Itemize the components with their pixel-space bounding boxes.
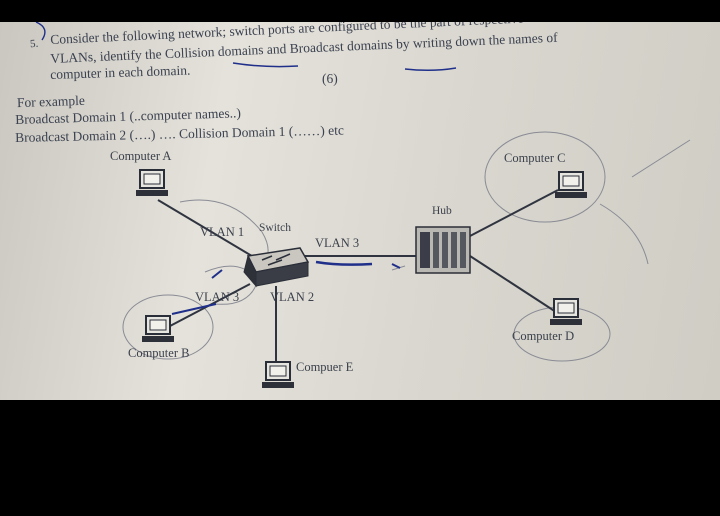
pen-tick-vlan3-b (211, 269, 223, 279)
pencil-arc-right (599, 203, 649, 265)
label-computer-d: Computer D (512, 329, 575, 343)
computer-c-icon (555, 171, 587, 198)
cable-hub-c (469, 189, 559, 237)
pen-underline-broadcast (404, 67, 457, 72)
label-vlan1: VLAN 1 (200, 225, 245, 239)
label-vlan3-hub-link: VLAN 3 (315, 236, 360, 250)
question-marks: (6) (322, 71, 338, 86)
pencil-circle-computer-c (484, 131, 606, 223)
black-background (0, 400, 720, 516)
pen-stroke-vlan3-b (171, 303, 217, 315)
label-hub: Hub (432, 205, 452, 217)
label-computer-c: Computer C (504, 151, 566, 165)
computer-b-icon (142, 315, 174, 342)
pen-mark-number (35, 22, 46, 41)
switch-device (243, 247, 310, 288)
photo-of-exam-page: 5. Consider the following network; switc… (0, 22, 720, 400)
pen-stroke-vlan3-cable (315, 260, 373, 266)
cable-a-switch (157, 199, 263, 263)
hub-device (415, 226, 471, 274)
pencil-stroke-right (631, 139, 691, 178)
label-computer-e: Compuer E (296, 360, 354, 374)
computer-e-icon (262, 361, 294, 388)
label-switch: Switch (259, 222, 291, 234)
label-vlan3-computer-b: VLAN 3 (195, 290, 240, 304)
computer-a-icon (136, 169, 168, 196)
label-vlan2: VLAN 2 (270, 290, 315, 304)
pencil-circle-computer-b (122, 294, 214, 360)
pen-underline-collision (232, 62, 299, 68)
computer-d-icon (550, 298, 582, 325)
label-computer-a: Computer A (110, 149, 172, 163)
label-computer-b: Computer B (128, 346, 190, 360)
cable-hub-d (469, 255, 557, 313)
pen-tick-cable (391, 263, 401, 269)
network-diagram (35, 22, 691, 388)
